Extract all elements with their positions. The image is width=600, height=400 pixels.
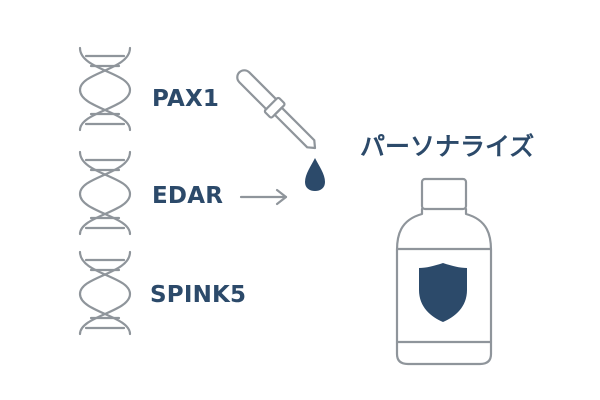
dna-helix-icon xyxy=(78,150,132,236)
dropper-icon xyxy=(236,69,317,150)
serum-bottle-icon xyxy=(395,177,493,366)
gene-label-pax1: PAX1 xyxy=(152,86,220,112)
dna-helix-icon xyxy=(78,250,132,336)
gene-label-spink5: SPINK5 xyxy=(150,282,247,308)
personalize-label: パーソナライズ xyxy=(360,132,535,161)
gene-label-edar: EDAR xyxy=(152,183,224,209)
arrow-right-icon xyxy=(239,188,288,206)
shield-icon xyxy=(419,263,467,322)
dna-helix-icon xyxy=(78,46,132,132)
water-drop-icon xyxy=(305,158,325,191)
